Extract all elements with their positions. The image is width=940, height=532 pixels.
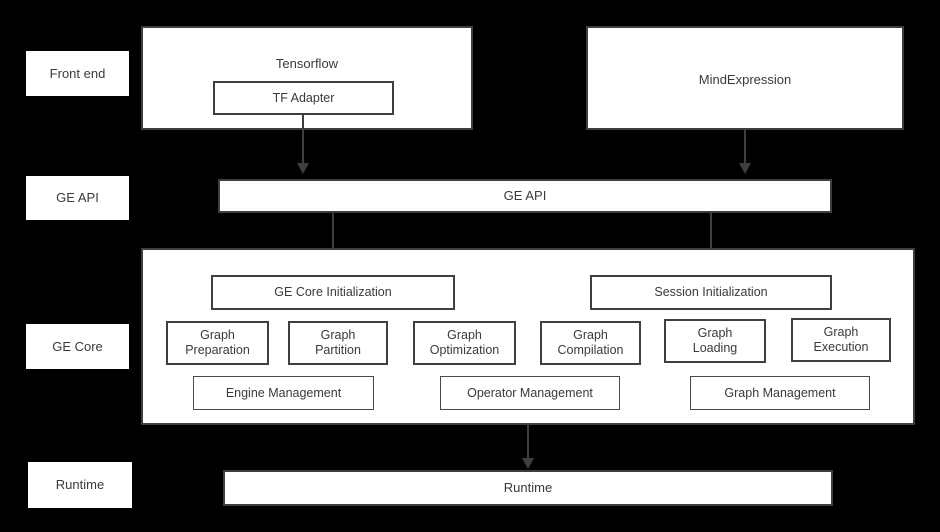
connector-ge-api-to-session-init [710,213,712,261]
graph-partition-label: Graph Partition [315,328,361,357]
stage-label-front-end: Front end [26,51,129,96]
graph-management-box[interactable]: Graph Management [690,376,870,410]
graph-compilation-label: Graph Compilation [557,328,624,357]
tf-adapter-box[interactable]: TF Adapter [213,81,394,115]
graph-optimization-label: Graph Optimization [429,328,500,357]
operator-management-label: Operator Management [467,385,593,400]
connector-mindexpression-to-ge-api [744,130,746,165]
stage-label-runtime-text: Runtime [55,477,105,493]
ge-api-bar-label: GE API [503,188,547,204]
session-initialization-label: Session Initialization [654,285,768,300]
graph-compilation-box[interactable]: Graph Compilation [540,321,641,365]
graph-optimization-box[interactable]: Graph Optimization [413,321,516,365]
tensorflow-panel-title: Tensorflow [275,56,339,71]
engine-management-label: Engine Management [225,385,342,400]
mindexpression-panel-title: MindExpression [698,72,792,87]
stage-label-runtime: Runtime [28,462,132,508]
runtime-bar-label: Runtime [503,480,553,496]
session-initialization-box[interactable]: Session Initialization [590,275,832,310]
graph-execution-box[interactable]: Graph Execution [791,318,891,362]
stage-label-ge-api-text: GE API [56,190,99,206]
graph-loading-box[interactable]: Graph Loading [664,319,766,363]
operator-management-box[interactable]: Operator Management [440,376,620,410]
stage-label-front-end-text: Front end [49,65,106,81]
stage-label-ge-core-text: GE Core [52,338,103,354]
arrowhead-tf-adapter-to-ge-api [297,163,309,174]
runtime-bar[interactable]: Runtime [223,470,833,506]
tf-adapter-label: TF Adapter [272,90,335,105]
stage-label-ge-core: GE Core [26,324,129,369]
ge-core-initialization-box[interactable]: GE Core Initialization [211,275,455,310]
graph-loading-label: Graph Loading [692,326,738,355]
graph-preparation-label: Graph Preparation [185,328,250,357]
arrowhead-ge-core-to-runtime [522,458,534,469]
mindexpression-panel[interactable]: MindExpression [586,26,904,130]
ge-core-initialization-label: GE Core Initialization [274,285,392,300]
ge-api-bar[interactable]: GE API [218,179,832,213]
graph-execution-label: Graph Execution [813,325,869,354]
arrowhead-mindexpression-to-ge-api [739,163,751,174]
connector-tf-adapter-to-ge-api [302,115,304,165]
stage-label-ge-api: GE API [26,176,129,220]
graph-partition-box[interactable]: Graph Partition [288,321,388,365]
connector-ge-core-to-runtime [527,425,529,461]
connector-ge-api-to-ge-core-init [332,213,334,261]
graph-preparation-box[interactable]: Graph Preparation [166,321,269,365]
graph-management-label: Graph Management [724,385,836,400]
engine-management-box[interactable]: Engine Management [193,376,374,410]
